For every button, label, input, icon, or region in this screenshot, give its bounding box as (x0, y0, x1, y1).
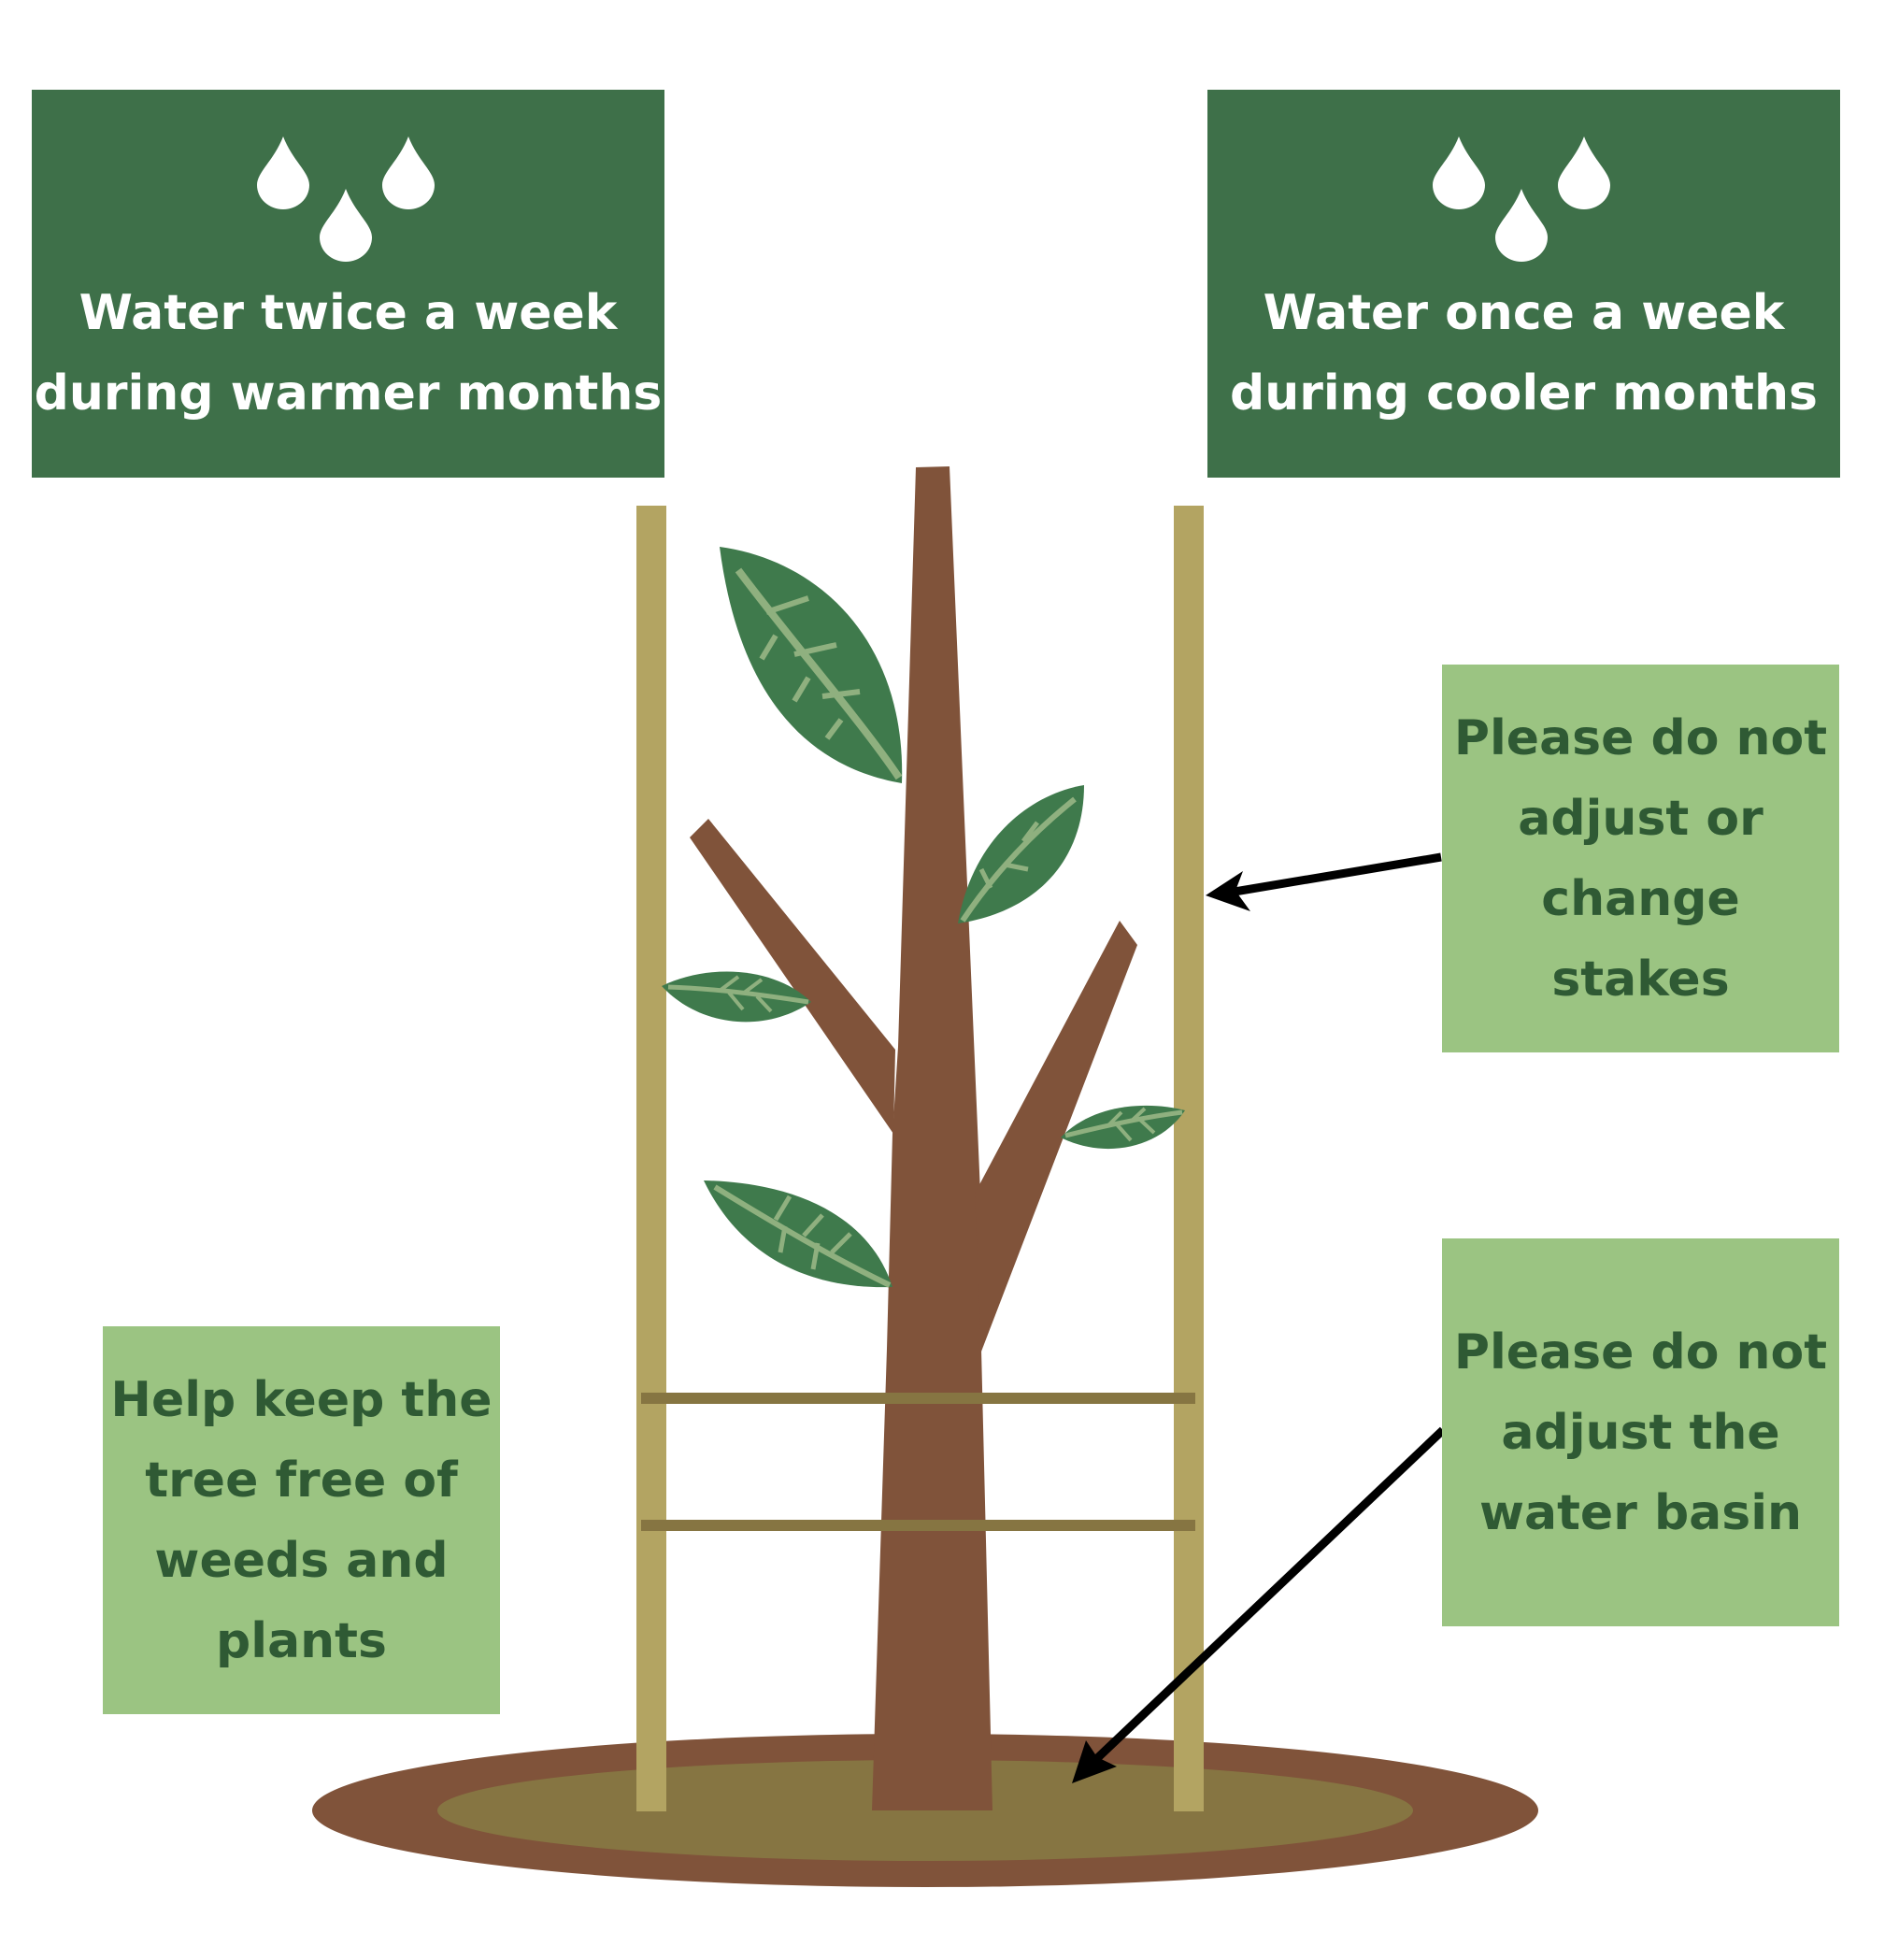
warm-watering-line2: during warmer months (34, 365, 663, 422)
weeds-line4: plants (216, 1612, 387, 1669)
stake-right (1174, 506, 1204, 1811)
warm-watering-card: Water twice a week during warmer months (32, 90, 664, 478)
leaf-middle-right (1061, 1105, 1185, 1150)
basin-line1: Please do not (1453, 1323, 1828, 1381)
leaf-lower-left (704, 1180, 892, 1288)
water-drop-icon (1432, 136, 1485, 209)
basin-card: Please do not adjust the water basin (1442, 1238, 1839, 1626)
stakes-card: Please do not adjust or change stakes (1442, 665, 1839, 1052)
arrow-to-basin (1072, 1426, 1447, 1783)
stake-tie-lower (641, 1520, 1195, 1531)
water-drop-icon (381, 136, 435, 209)
leaf-upper-right (958, 785, 1084, 923)
tree-trunk (872, 466, 992, 1810)
water-drop-icon (1557, 136, 1610, 209)
tree-branch-right (975, 921, 1137, 1352)
cool-watering-card: Water once a week during cooler months (1207, 90, 1840, 478)
stakes-line2: adjust or (1518, 790, 1763, 847)
water-drop-icon (256, 136, 309, 209)
basin-line3: water basin (1478, 1484, 1803, 1541)
weeds-line1: Help keep the (110, 1371, 493, 1428)
stakes-line4: stakes (1551, 951, 1730, 1008)
leaf-middle-left (662, 971, 811, 1023)
weeds-line2: tree free of (145, 1452, 458, 1509)
warm-watering-line1: Water twice a week (79, 284, 618, 341)
basin-line2: adjust the (1501, 1404, 1780, 1461)
tree-branch-left (690, 819, 895, 1134)
stakes-line1: Please do not (1453, 709, 1828, 766)
stakes-line3: change (1541, 870, 1740, 927)
water-drops-icon (1431, 135, 1618, 265)
water-drops-icon (255, 135, 442, 265)
stake-tie-upper (641, 1393, 1195, 1404)
water-drop-icon (1494, 188, 1548, 262)
cool-watering-line1: Water once a week (1263, 284, 1785, 341)
leaf-large-top (720, 547, 903, 783)
cool-watering-line2: during cooler months (1230, 365, 1818, 422)
weeds-line3: weeds and (154, 1532, 449, 1589)
arrow-to-stake (1206, 852, 1442, 911)
weeds-card: Help keep the tree free of weeds and pla… (103, 1326, 500, 1714)
water-drop-icon (319, 188, 372, 262)
stake-left (636, 506, 666, 1811)
